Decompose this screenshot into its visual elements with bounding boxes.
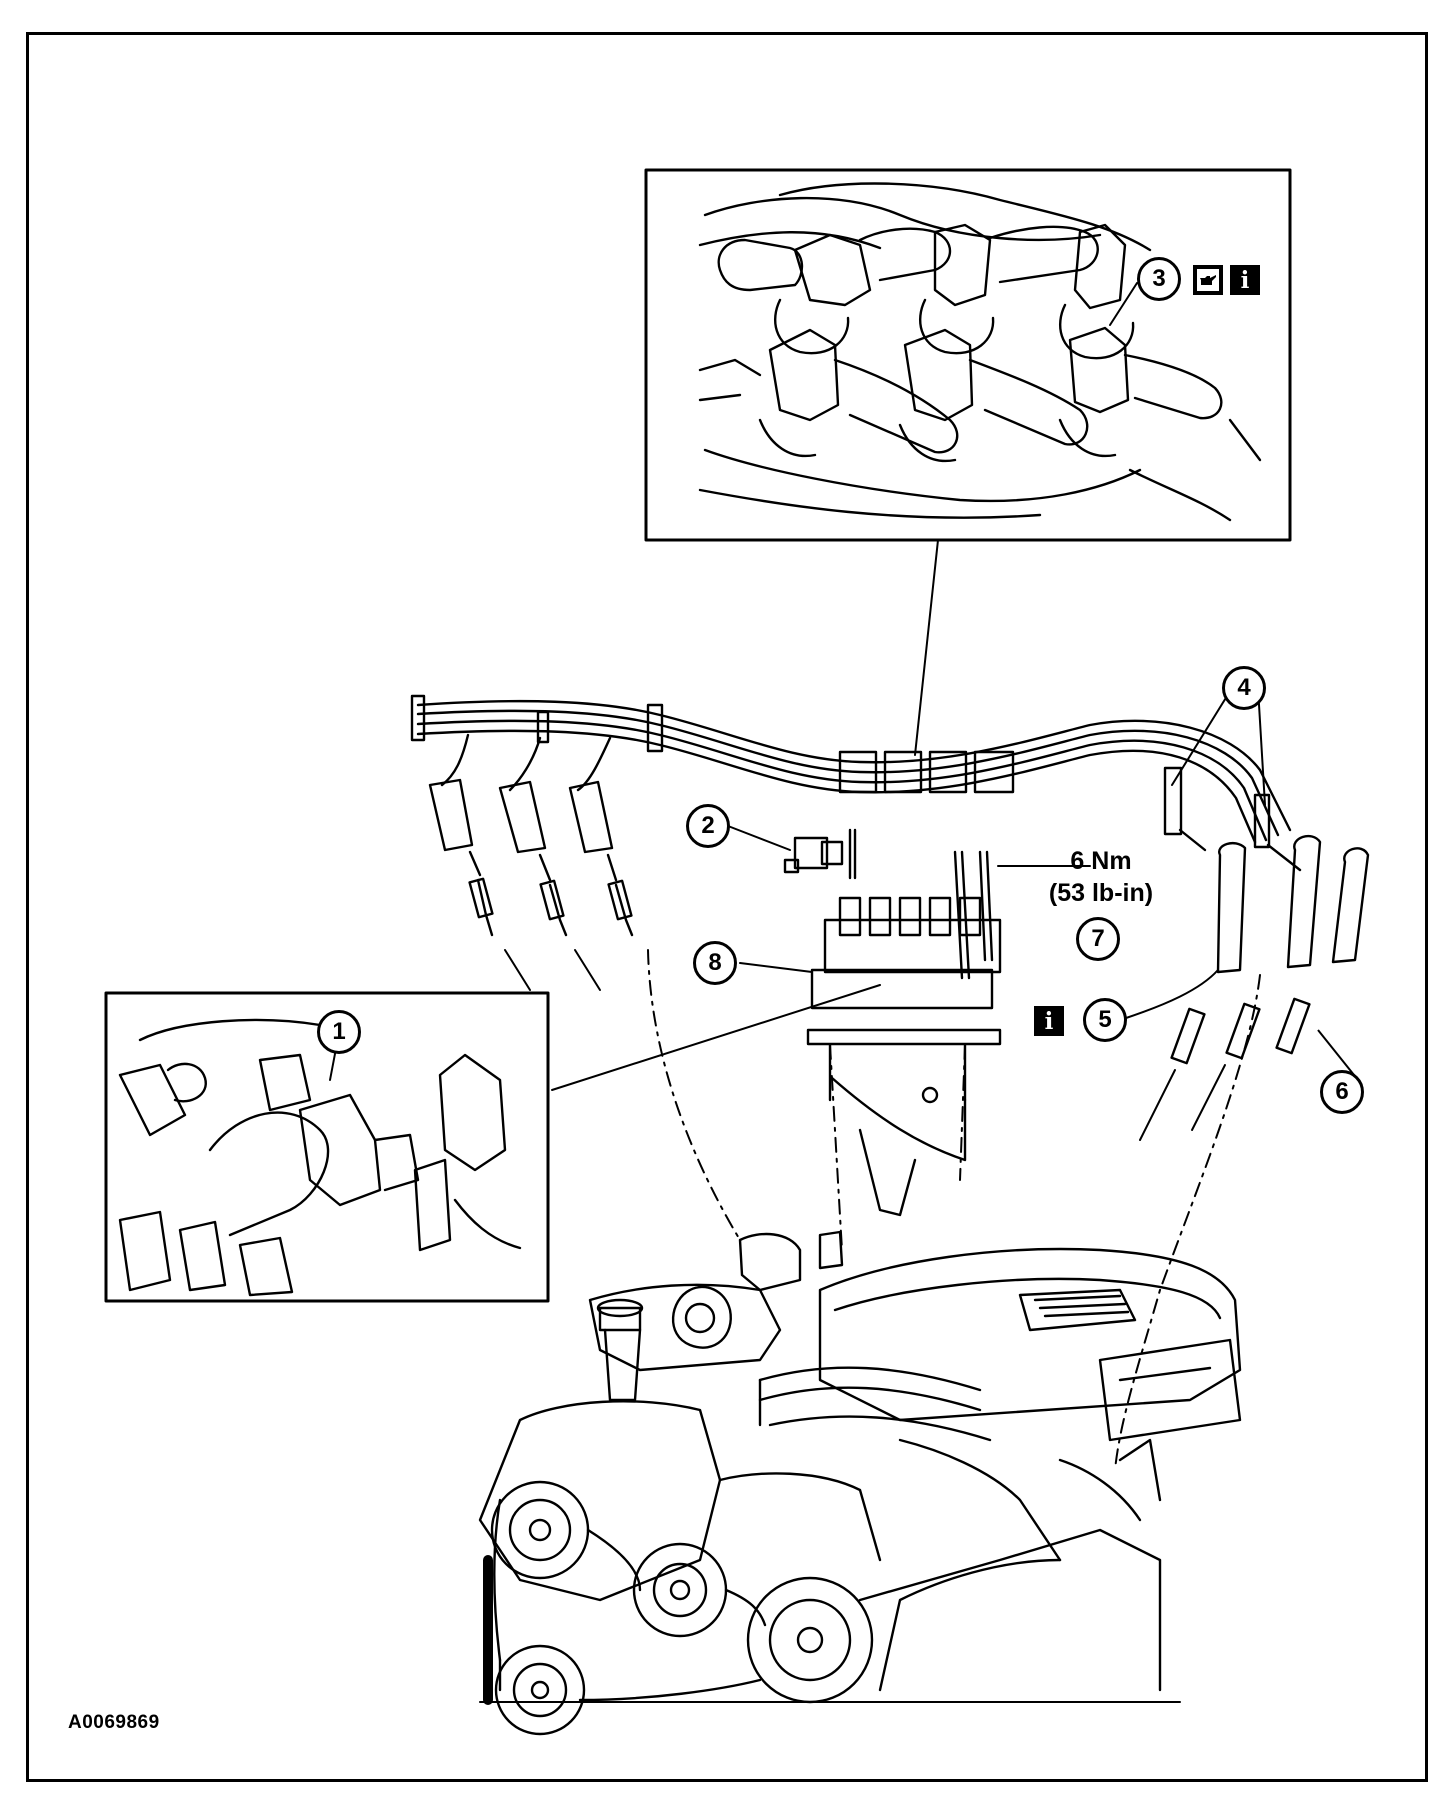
torque-metric: 6 Nm [1070,847,1132,875]
callout-3: 3 [1137,257,1181,301]
right-bank-spark-plugs [1139,834,1370,1141]
info-icon: i [1230,265,1260,295]
camshaft-sensor [727,825,857,880]
spark-plug-wire-harness [410,694,1302,872]
left-bank-spark-plugs [428,778,634,991]
coil-pack-bolts [953,850,1091,980]
coil-boot-inset [644,168,1292,542]
callout-2: 2 [686,804,730,848]
coil-connector-detail-inset [104,991,550,1303]
figure-id: A0069869 [68,1712,160,1733]
dashed-leaders [647,949,1261,1471]
engine-assembly [478,1230,1242,1736]
info-icon-callout-5: i [1034,1006,1064,1036]
torque-spec: 6 Nm (53 lb-in) [1036,845,1166,909]
callout-5: 5 [1083,998,1127,1042]
callout-1: 1 [317,1010,361,1054]
callout-8: 8 [693,941,737,985]
oil-can-icon [1193,265,1223,295]
torque-imperial: (53 lb-in) [1048,879,1154,907]
callout-4: 4 [1222,666,1266,710]
diagram-frame [26,32,1428,1782]
callout-7: 7 [1076,917,1120,961]
